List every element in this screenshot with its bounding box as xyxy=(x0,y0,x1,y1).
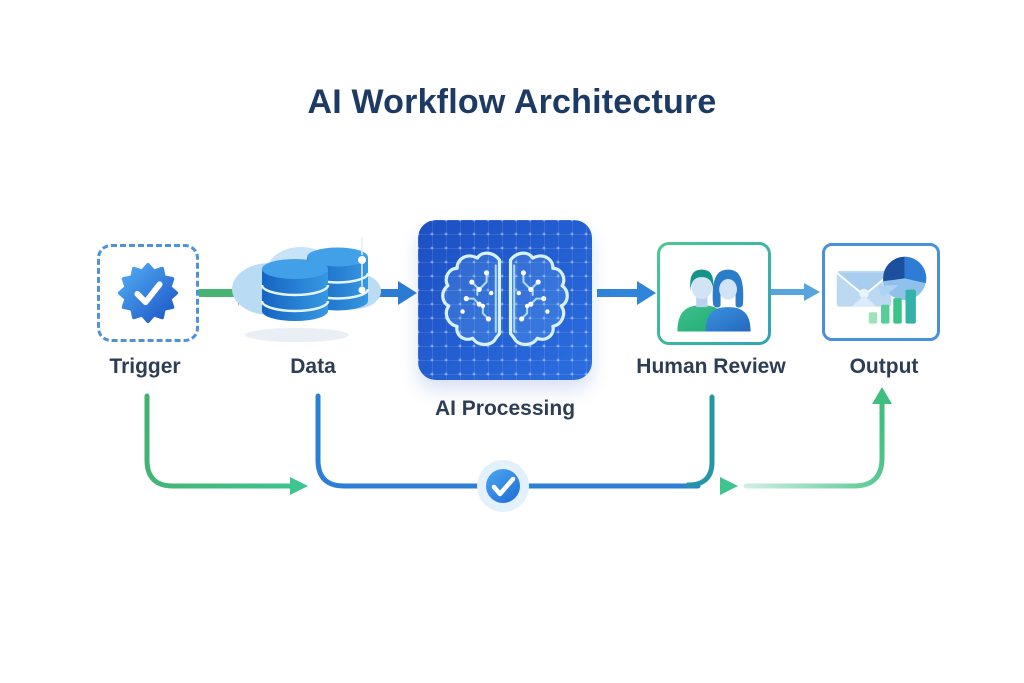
node-ai-processing xyxy=(418,220,592,380)
node-data xyxy=(225,233,400,348)
arrow-human-to-output xyxy=(770,283,820,301)
feedback-loop-output-segment xyxy=(743,387,892,489)
check-badge-starburst-icon xyxy=(117,262,179,324)
pie-chart-icon xyxy=(878,256,927,300)
cloud-database-icon xyxy=(232,237,381,342)
node-human-review xyxy=(657,242,771,345)
data-shadow xyxy=(245,328,349,342)
email-pie-barchart-icon xyxy=(836,256,927,324)
bar-chart-icon xyxy=(868,289,916,324)
envelope-icon xyxy=(836,270,892,307)
label-human-review: Human Review xyxy=(636,355,786,378)
feedback-loop-human-segment xyxy=(685,394,738,495)
label-trigger: Trigger xyxy=(109,355,181,378)
diagram-title: AI Workflow Architecture xyxy=(307,82,717,121)
label-output: Output xyxy=(849,355,919,378)
label-ai-processing: AI Processing xyxy=(434,397,576,420)
node-output xyxy=(822,243,940,341)
node-trigger xyxy=(97,244,199,342)
person-right xyxy=(705,269,751,331)
arrow-ai-to-human xyxy=(597,281,656,305)
circuit-brain-icon xyxy=(441,251,569,347)
feedback-loop-trigger-segment xyxy=(144,393,308,495)
database-cylinder-front xyxy=(260,259,330,321)
two-people-icon xyxy=(677,269,751,331)
label-data: Data xyxy=(290,355,336,378)
check-circle-badge-icon xyxy=(477,460,529,512)
